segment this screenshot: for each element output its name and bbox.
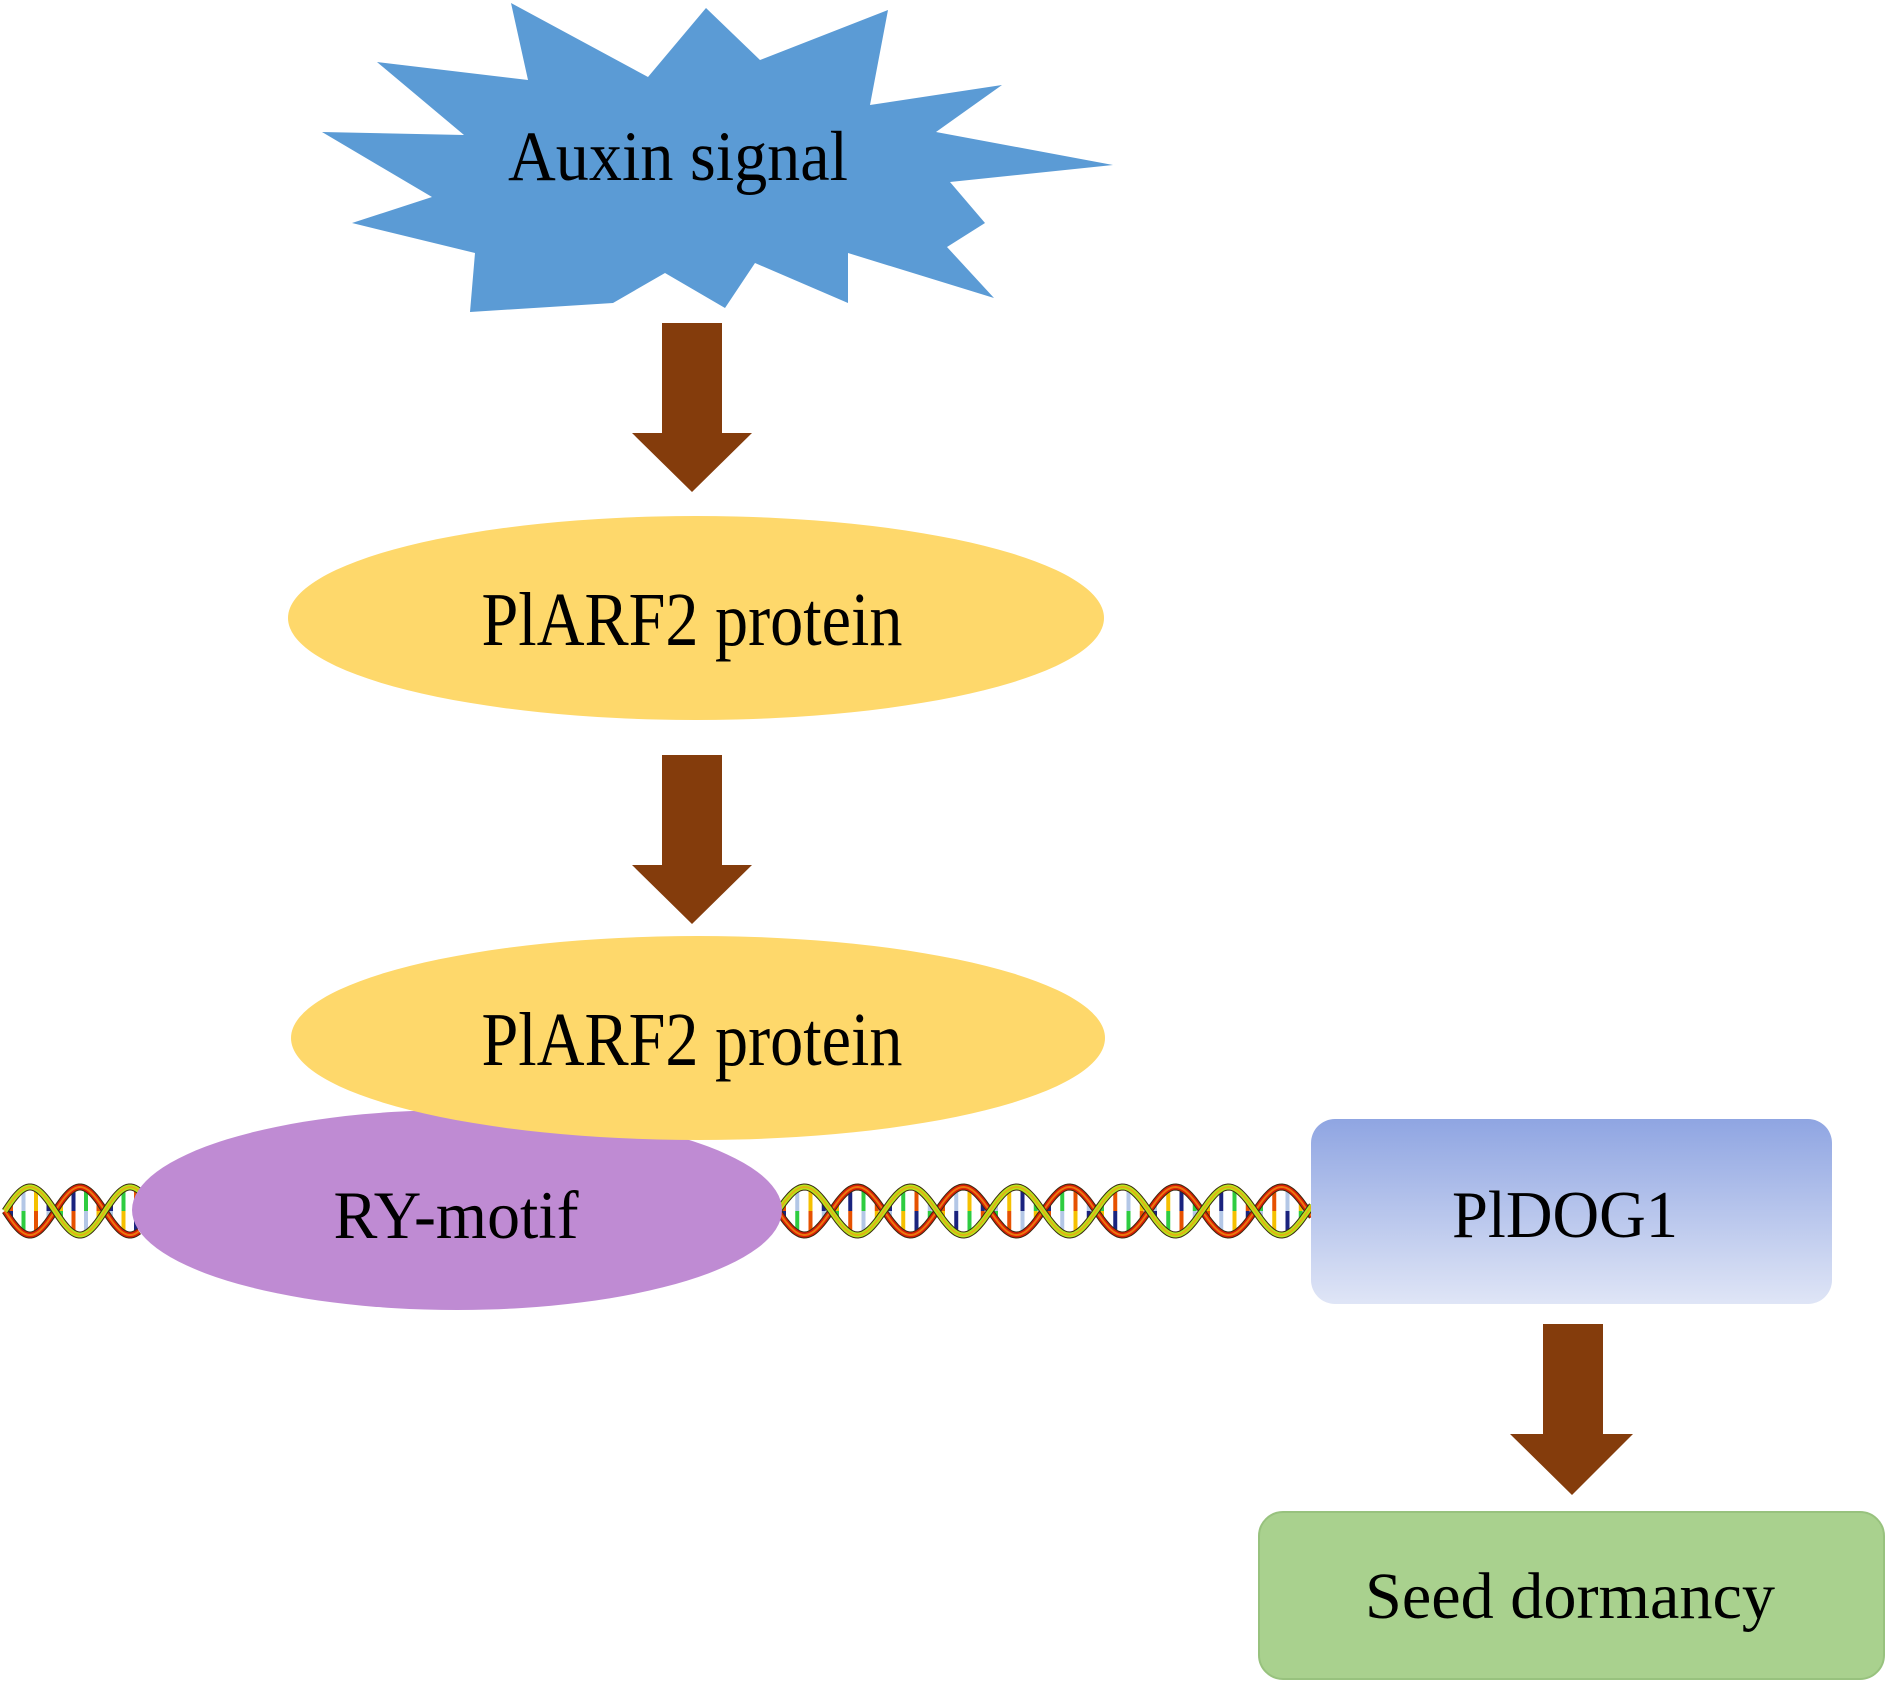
plarf2-bound-ellipse <box>291 936 1105 1140</box>
ry-motif-label: RY-motif <box>334 1177 579 1253</box>
seed-dormancy-node: Seed dormancy <box>1258 1511 1885 1680</box>
ry-motif-node: RY-motif <box>132 1110 782 1310</box>
dna-strand-highlight <box>4 1186 140 1236</box>
pldog1-box <box>1311 1119 1832 1304</box>
arrow-auxin-to-arf2 <box>632 323 752 492</box>
dna-helix-icon <box>2 1183 142 1239</box>
seed-dormancy-box <box>1258 1511 1885 1680</box>
starburst-shape <box>322 3 1113 312</box>
pldog1-node: PlDOG1 <box>1311 1119 1832 1304</box>
seed-dormancy-label: Seed dormancy <box>1365 1560 1775 1633</box>
dna-strand <box>775 1184 1315 1238</box>
ry-motif-ellipse <box>132 1110 782 1310</box>
arrow-dog1-to-dormancy <box>1510 1324 1633 1495</box>
auxin-signal-label: Auxin signal <box>508 118 848 196</box>
dna-strand-highlight <box>4 1186 140 1236</box>
plarf2-protein-node: PlARF2 protein <box>288 516 1104 720</box>
plarf2-bound-protein-label: PlARF2 protein <box>482 998 903 1082</box>
arrow-arf2-to-bound-arf2 <box>632 755 752 924</box>
plarf2-bound-protein-node: PlARF2 protein <box>291 936 1105 1140</box>
plarf2-protein-label: PlARF2 protein <box>482 578 903 662</box>
dna-strand-highlight <box>777 1185 1313 1237</box>
plarf2-ellipse <box>288 516 1104 720</box>
auxin-signal-node: Auxin signal <box>322 3 1113 312</box>
pldog1-label: PlDOG1 <box>1452 1178 1678 1252</box>
dna-helix-icon <box>775 1183 1315 1239</box>
